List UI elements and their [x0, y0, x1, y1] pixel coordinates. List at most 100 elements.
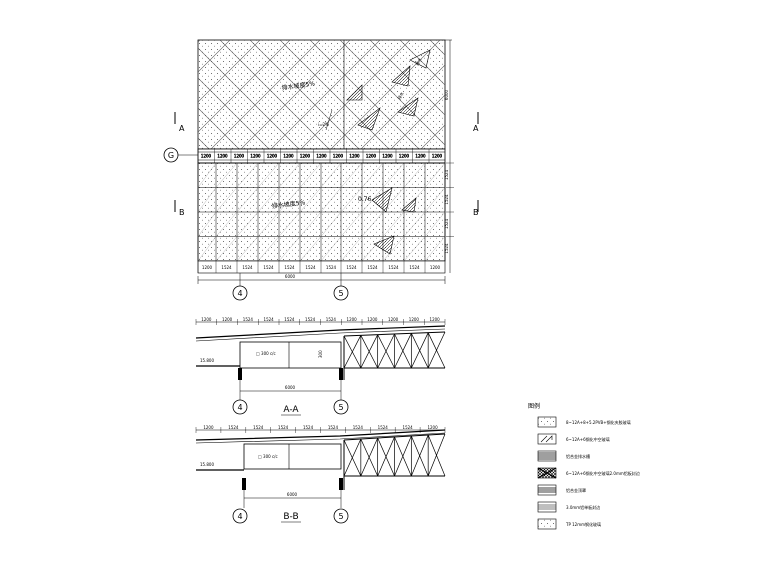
legend-item: 铝合金排水槽: [537, 450, 590, 462]
section-mark-b-right: B: [473, 200, 479, 217]
svg-text:TP 12mm钢化玻璃: TP 12mm钢化玻璃: [565, 521, 601, 527]
grid-bubble-4-aa: 4: [232, 399, 248, 415]
note-drain-1: 排水: [414, 57, 423, 67]
section-dimension: 1200: [430, 317, 441, 322]
section-dimension: 1524: [403, 425, 414, 430]
legend-item: 8~12A+8+5.2PVB+钢化夹胶玻璃: [537, 416, 631, 428]
grid-bubble-4-bb: 4: [232, 508, 248, 524]
svg-text:4: 4: [237, 512, 242, 521]
grid-bubble-5-aa: 5: [333, 399, 349, 415]
svg-text:A: A: [179, 124, 185, 133]
span-a: 6000: [285, 385, 296, 390]
col-dimension: 1524: [409, 265, 420, 270]
section-mark-b-left: B: [174, 200, 185, 217]
col-dimension: 1524: [346, 265, 357, 270]
section-dimension: 1200: [201, 317, 212, 322]
section-dimension: 1200: [347, 317, 358, 322]
section-mark-a-right: A: [473, 112, 479, 133]
section-dimension: 1524: [328, 425, 339, 430]
svg-text:4: 4: [237, 289, 242, 298]
strip-dimension: 1200: [234, 154, 245, 159]
span-b: 6000: [287, 492, 298, 497]
svg-text:B: B: [473, 208, 479, 217]
col-dimension: 1524: [388, 265, 399, 270]
strip-dimension: 1200: [415, 154, 426, 159]
svg-text:G: G: [168, 151, 174, 160]
strip-dimension: 1200: [333, 154, 344, 159]
legend-item: 6~12A+6钢化中空玻璃: [537, 433, 610, 445]
svg-text:6~12A+6钢化中空玻璃: 6~12A+6钢化中空玻璃: [566, 436, 610, 442]
section-dimension: 1524: [264, 317, 275, 322]
col-dimension: 1200: [202, 265, 213, 270]
grid-bubble-4-plan: 4: [232, 273, 248, 301]
plan-view: 1200 1200 1200 1200 1200 1200 1200 1200 1200 1200…: [163, 39, 479, 301]
legend-item: 6~12A+6钢化中空玻璃2.0mm铝板封边: [537, 467, 640, 479]
strip-dimension: 1200: [201, 154, 212, 159]
row-dimension: 1524: [444, 243, 449, 254]
section-dimension: 1524: [284, 317, 295, 322]
section-dimension: 1200: [409, 317, 420, 322]
strip-dimension: 1200: [300, 154, 311, 159]
section-dimension: 1524: [378, 425, 389, 430]
strip-dimension: 1200: [366, 154, 377, 159]
section-dimension: 1524: [278, 425, 289, 430]
legend: 图例 8~12A+8+5.2PVB+钢化夹胶玻璃 6~12A+6钢化中空玻璃 铝…: [528, 402, 640, 530]
strip-dimension: 1200: [267, 154, 278, 159]
legend-item: TP 12mm钢化玻璃: [537, 518, 601, 530]
section-aa: 1200 1200 1524 1524 1524 1524 1524 1200 1200 1200…: [195, 317, 446, 416]
beam-note-a: □ 300 c/c: [256, 351, 276, 356]
col-dimension: 1524: [305, 265, 316, 270]
vertical-note-a: 300: [318, 350, 323, 358]
section-dimension: 1524: [243, 317, 254, 322]
side-dim-top: 6000: [444, 89, 449, 100]
col-dimension: 1524: [367, 265, 378, 270]
section-title-aa: A-A: [283, 405, 299, 415]
grid-bubble-g: G: [163, 147, 198, 163]
row-dimension: 1524: [444, 194, 449, 205]
grid-bubble-5-bb: 5: [333, 508, 349, 524]
section-dimension: 1200: [203, 425, 214, 430]
svg-text:铝合金顶罩: 铝合金顶罩: [566, 487, 586, 493]
grid-bubble-5-plan: 5: [333, 273, 349, 301]
section-dimension: 1524: [353, 425, 364, 430]
section-title-bb: B-B: [283, 512, 298, 522]
svg-text:3.0mm铝单板封边: 3.0mm铝单板封边: [566, 504, 600, 510]
col-dimension: 1200: [430, 265, 441, 270]
strip-dimension: 1200: [399, 154, 410, 159]
row-dimension: 1524: [444, 169, 449, 180]
legend-item: 3.0mm铝单板封边: [537, 501, 600, 513]
svg-text:A: A: [473, 124, 479, 133]
col-dimension: 1524: [221, 265, 232, 270]
note-076: 0.76: [358, 196, 372, 203]
strip-dimension: 1200: [432, 154, 443, 159]
slope-label-lower: 排水坡度5%: [271, 198, 305, 209]
row-dimension: 1524: [444, 218, 449, 229]
col-dimension: 1524: [263, 265, 274, 270]
section-dimension: 1524: [305, 317, 316, 322]
svg-text:5: 5: [338, 289, 343, 298]
svg-text:8~12A+8+5.2PVB+钢化夹胶玻璃: 8~12A+8+5.2PVB+钢化夹胶玻璃: [566, 419, 631, 425]
strip-dimension: 1200: [283, 154, 294, 159]
section-mark-a-left: A: [174, 112, 185, 133]
section-dimension: 1524: [326, 317, 337, 322]
section-dimension: 1524: [228, 425, 239, 430]
strip-dimension: 1200: [382, 154, 393, 159]
strip-dimension: 1200: [349, 154, 360, 159]
section-dimension: 1200: [367, 317, 378, 322]
elevation-b: 15.800: [200, 462, 214, 467]
legend-title: 图例: [528, 402, 540, 410]
strip-dimension: 1200: [217, 154, 228, 159]
section-dimension: 1524: [253, 425, 264, 430]
note-drain-2: 排水: [396, 91, 405, 101]
col-dimension: 1524: [242, 265, 253, 270]
overall-width: 6000: [285, 274, 296, 279]
section-dimension: 1200: [222, 317, 233, 322]
note-i: i=2%: [318, 122, 329, 127]
plan-dim-band: [197, 260, 446, 274]
beam-note-b: □ 300 c/c: [258, 454, 278, 459]
svg-text:4: 4: [237, 403, 242, 412]
svg-text:铝合金排水槽: 铝合金排水槽: [566, 453, 590, 459]
svg-text:5: 5: [338, 512, 343, 521]
svg-text:6~12A+6钢化中空玻璃2.0mm铝板封边: 6~12A+6钢化中空玻璃2.0mm铝板封边: [566, 470, 640, 476]
